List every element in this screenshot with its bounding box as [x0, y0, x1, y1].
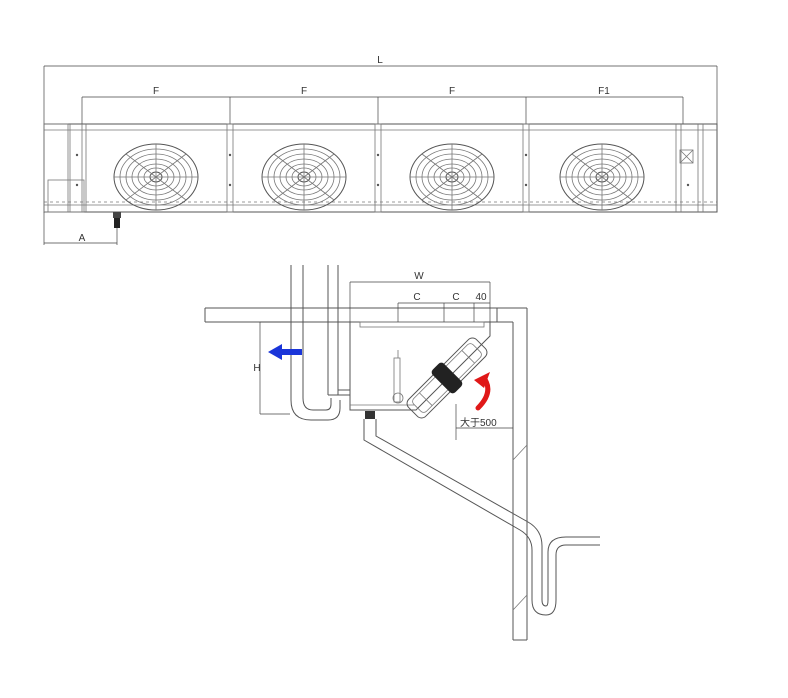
height-label: H — [253, 363, 260, 374]
ceiling — [204, 307, 497, 323]
unit-casing — [43, 123, 718, 213]
fan-spacing-label-2: F — [301, 86, 307, 97]
front-view: L F F F F1 — [43, 55, 718, 245]
offset-label: A — [79, 233, 86, 244]
width-label: W — [414, 271, 424, 282]
wall — [496, 307, 528, 641]
offset-dimension: A — [43, 212, 118, 245]
overall-length-label: L — [377, 55, 383, 66]
drain-fitting — [113, 212, 121, 228]
height-dimension: H — [253, 321, 290, 415]
clearance-label: 大于500 — [460, 416, 497, 429]
side-view: W C C 40 H 大于50 — [204, 265, 600, 641]
fan-spacing-dimension: F F F F1 — [81, 86, 684, 124]
fan-guard-4 — [559, 143, 645, 211]
fan-guard-3 — [409, 143, 495, 211]
overall-length-dimension: L — [43, 55, 718, 124]
clearance-dimension: 大于500 — [455, 404, 513, 440]
width-dimension: W C C 40 — [349, 271, 491, 322]
refrigerant-pipes — [290, 265, 350, 421]
airflow-arrow-icon — [268, 344, 302, 360]
fan-spacing-label-4: F1 — [598, 86, 610, 97]
end-clearance-label: 40 — [475, 292, 487, 303]
unit-body — [349, 321, 491, 419]
coil-spacing-label-1: C — [413, 292, 420, 303]
fan-spacing-label-1: F — [153, 86, 159, 97]
fan-assembly — [406, 337, 488, 419]
fan-spacing-label-3: F — [449, 86, 455, 97]
junction-box-icon — [679, 149, 694, 164]
fan-guard-2 — [261, 143, 347, 211]
fan-guard-1 — [113, 143, 199, 211]
drain-pipe — [363, 419, 600, 616]
clearance-arrow-icon — [474, 372, 491, 411]
coil-spacing-label-2: C — [452, 292, 459, 303]
